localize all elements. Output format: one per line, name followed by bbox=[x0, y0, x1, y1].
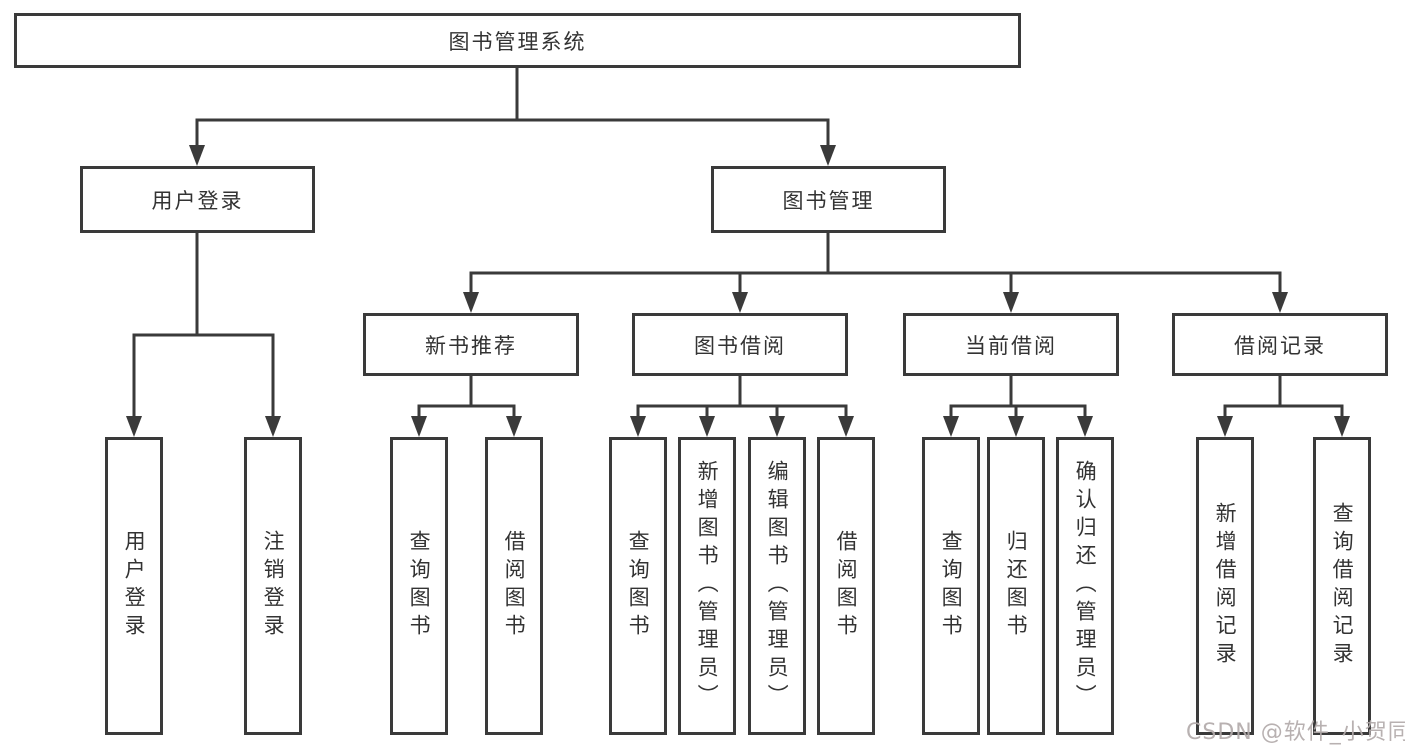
leaf-query-books-borrow: 查询图书 bbox=[609, 437, 667, 735]
leaf-query-books-borrow-label: 查询图书 bbox=[626, 530, 651, 642]
node-book-borrowing: 图书借阅 bbox=[632, 313, 848, 376]
leaf-logout: 注销登录 bbox=[244, 437, 302, 735]
node-user-login: 用户登录 bbox=[80, 166, 315, 233]
leaf-edit-book-admin: 编辑图书（管理员） bbox=[748, 437, 806, 735]
leaf-logout-label: 注销登录 bbox=[261, 530, 286, 642]
leaf-borrow-books-label: 借阅图书 bbox=[834, 530, 859, 642]
node-book-management: 图书管理 bbox=[711, 166, 946, 233]
leaf-add-book-admin: 新增图书（管理员） bbox=[678, 437, 736, 735]
leaf-confirm-return-admin: 确认归还（管理员） bbox=[1056, 437, 1114, 735]
leaf-return-book: 归还图书 bbox=[987, 437, 1045, 735]
leaf-borrow-books-recommend: 借阅图书 bbox=[485, 437, 543, 735]
tree-edges bbox=[132, 68, 1344, 418]
leaf-borrow-books-recommend-label: 借阅图书 bbox=[502, 530, 527, 642]
leaf-query-books-current: 查询图书 bbox=[922, 437, 980, 735]
node-current-borrowing: 当前借阅 bbox=[903, 313, 1119, 376]
leaf-query-books-recommend: 查询图书 bbox=[390, 437, 448, 735]
leaf-query-borrow-record: 查询借阅记录 bbox=[1313, 437, 1371, 735]
leaf-user-login: 用户登录 bbox=[105, 437, 163, 735]
node-borrowing-records: 借阅记录 bbox=[1172, 313, 1388, 376]
leaf-add-book-admin-label: 新增图书（管理员） bbox=[695, 460, 720, 712]
leaf-user-login-label: 用户登录 bbox=[122, 530, 147, 642]
leaf-borrow-books: 借阅图书 bbox=[817, 437, 875, 735]
csdn-watermark: CSDN @软件_小贺同学 bbox=[1186, 720, 1405, 745]
leaf-query-books-current-label: 查询图书 bbox=[939, 530, 964, 642]
leaf-query-books-recommend-label: 查询图书 bbox=[407, 530, 432, 642]
leaf-edit-book-admin-label: 编辑图书（管理员） bbox=[765, 460, 790, 712]
node-library-management-system: 图书管理系统 bbox=[14, 13, 1021, 68]
node-new-book-recommendation: 新书推荐 bbox=[363, 313, 579, 376]
leaf-return-book-label: 归还图书 bbox=[1004, 530, 1029, 642]
arrowheads bbox=[126, 145, 1350, 437]
leaf-confirm-return-admin-label: 确认归还（管理员） bbox=[1073, 460, 1098, 712]
leaf-add-borrow-record: 新增借阅记录 bbox=[1196, 437, 1254, 735]
leaf-query-borrow-record-label: 查询借阅记录 bbox=[1330, 502, 1355, 670]
leaf-add-borrow-record-label: 新增借阅记录 bbox=[1213, 502, 1238, 670]
